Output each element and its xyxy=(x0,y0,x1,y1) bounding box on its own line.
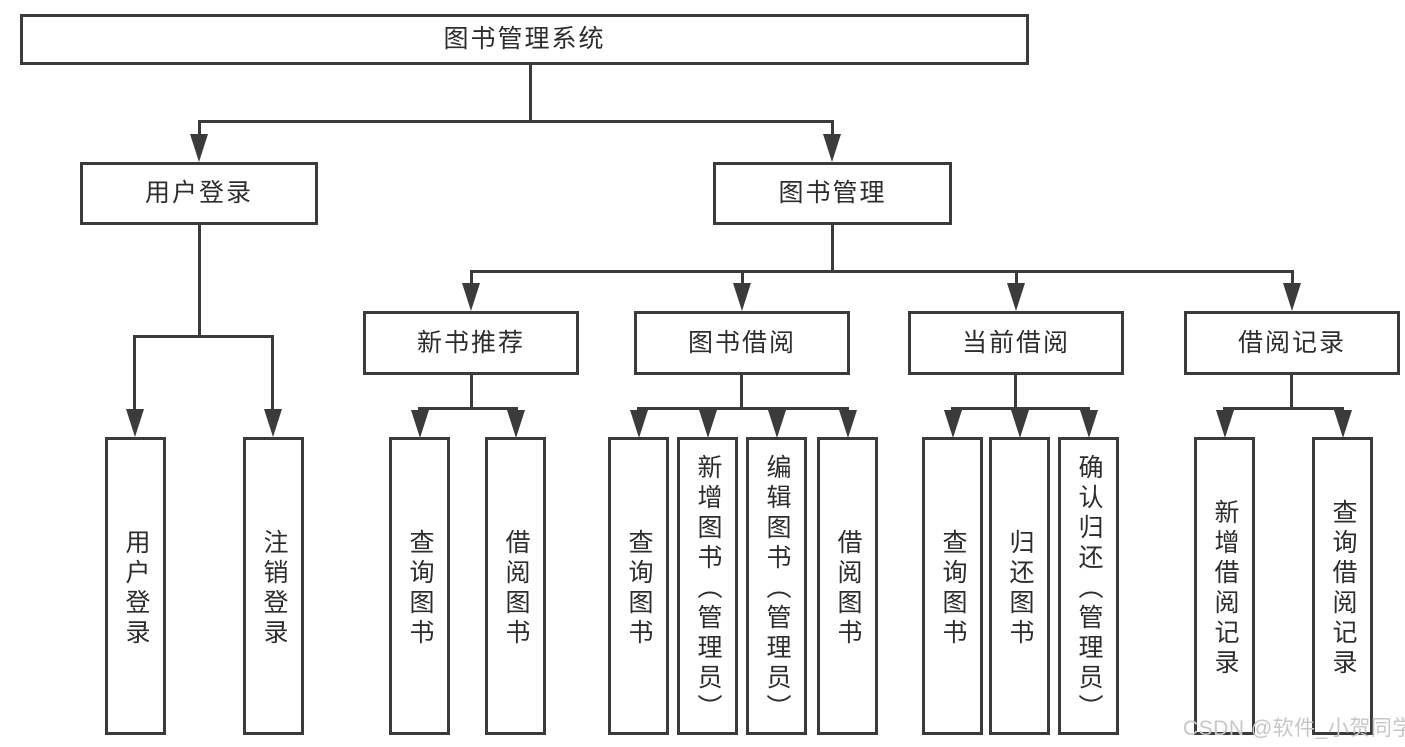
arrowhead-down-icon xyxy=(507,410,525,438)
connector-line xyxy=(831,120,834,140)
connector-line xyxy=(529,65,532,123)
leaf-recommend-borrow-books-label: 借阅图书 xyxy=(502,528,530,649)
node-borrowing-records: 借阅记录 xyxy=(1184,311,1400,375)
node-user-login: 用户登录 xyxy=(80,162,318,225)
arrowhead-down-icon xyxy=(1216,410,1234,438)
node-book-management-label: 图书管理 xyxy=(778,179,887,207)
arrowhead-down-icon xyxy=(768,410,786,438)
leaf-logout-label: 注销登录 xyxy=(260,528,288,649)
leaf-borrow-add-books-admin: 新增图书（管理员） xyxy=(677,437,738,735)
connector-line xyxy=(198,120,201,140)
leaf-records-add-record: 新增借阅记录 xyxy=(1194,437,1255,735)
connector-line xyxy=(133,335,136,413)
arrowhead-down-icon xyxy=(1007,283,1025,311)
leaf-borrow-edit-books-admin: 编辑图书（管理员） xyxy=(746,437,807,735)
leaf-borrow-borrow-books-label: 借阅图书 xyxy=(834,528,862,649)
connector-line xyxy=(271,335,274,413)
leaf-current-confirm-return-admin-label: 确认归还（管理员） xyxy=(1075,453,1103,724)
node-current-borrowing: 当前借阅 xyxy=(908,311,1124,375)
leaf-records-query-record: 查询借阅记录 xyxy=(1312,437,1373,735)
arrowhead-down-icon xyxy=(411,410,429,438)
arrowhead-down-icon xyxy=(1011,410,1029,438)
leaf-borrow-edit-books-admin-label: 编辑图书（管理员） xyxy=(763,453,791,724)
arrowhead-down-icon xyxy=(1334,410,1352,438)
leaf-current-confirm-return-admin: 确认归还（管理员） xyxy=(1058,437,1119,735)
leaf-current-query-books-label: 查询图书 xyxy=(939,528,967,649)
node-new-book-recommendation-label: 新书推荐 xyxy=(416,328,525,357)
arrowhead-down-icon xyxy=(190,134,208,162)
node-root-label: 图书管理系统 xyxy=(443,25,606,53)
arrowhead-down-icon xyxy=(839,410,857,438)
connector-line xyxy=(198,225,201,337)
node-current-borrowing-label: 当前借阅 xyxy=(961,328,1070,357)
csdn-watermark: CSDN @软件_小贺同学 xyxy=(1183,717,1405,740)
leaf-recommend-query-books: 查询图书 xyxy=(389,437,450,735)
arrowhead-down-icon xyxy=(1283,283,1301,311)
arrowhead-down-icon xyxy=(1080,410,1098,438)
connector-line xyxy=(1015,270,1018,286)
connector-line xyxy=(741,270,744,286)
connector-line xyxy=(637,407,849,410)
leaf-current-return-books-label: 归还图书 xyxy=(1006,528,1034,649)
arrowhead-down-icon xyxy=(699,410,717,438)
leaf-user-login: 用户登录 xyxy=(105,437,166,735)
leaf-user-login-label: 用户登录 xyxy=(122,528,150,649)
node-book-borrowing: 图书借阅 xyxy=(634,311,850,375)
connector-line xyxy=(1290,375,1293,409)
leaf-current-query-books: 查询图书 xyxy=(922,437,983,735)
leaf-records-add-record-label: 新增借阅记录 xyxy=(1211,498,1239,679)
connector-line xyxy=(133,335,274,338)
node-user-login-label: 用户登录 xyxy=(144,179,253,207)
connector-line xyxy=(470,375,473,409)
node-book-borrowing-label: 图书借阅 xyxy=(687,328,796,357)
leaf-borrow-add-books-admin-label: 新增图书（管理员） xyxy=(694,453,722,724)
connector-line xyxy=(470,270,473,286)
connector-line xyxy=(1014,375,1017,409)
connector-line xyxy=(740,375,743,409)
leaf-borrow-query-books-label: 查询图书 xyxy=(625,528,653,649)
leaf-recommend-query-books-label: 查询图书 xyxy=(406,528,434,649)
leaf-logout: 注销登录 xyxy=(243,437,304,735)
node-new-book-recommendation: 新书推荐 xyxy=(363,311,579,375)
arrowhead-down-icon xyxy=(462,283,480,311)
arrowhead-down-icon xyxy=(944,410,962,438)
connector-line xyxy=(831,225,834,273)
connector-line xyxy=(1223,407,1344,410)
leaf-current-return-books: 归还图书 xyxy=(989,437,1050,735)
node-borrowing-records-label: 借阅记录 xyxy=(1237,328,1346,357)
connector-line xyxy=(1291,270,1294,286)
node-root: 图书管理系统 xyxy=(20,14,1029,65)
leaf-records-query-record-label: 查询借阅记录 xyxy=(1329,498,1357,679)
arrowhead-down-icon xyxy=(733,283,751,311)
connector-line xyxy=(198,120,833,123)
leaf-borrow-borrow-books: 借阅图书 xyxy=(817,437,878,735)
arrowhead-down-icon xyxy=(126,409,144,437)
leaf-borrow-query-books: 查询图书 xyxy=(608,437,669,735)
connector-line xyxy=(470,270,1294,273)
arrowhead-down-icon xyxy=(630,410,648,438)
node-book-management: 图书管理 xyxy=(713,162,952,225)
connector-line xyxy=(418,407,518,410)
arrowhead-down-icon xyxy=(264,409,282,437)
arrowhead-down-icon xyxy=(823,134,841,162)
leaf-recommend-borrow-books: 借阅图书 xyxy=(485,437,546,735)
